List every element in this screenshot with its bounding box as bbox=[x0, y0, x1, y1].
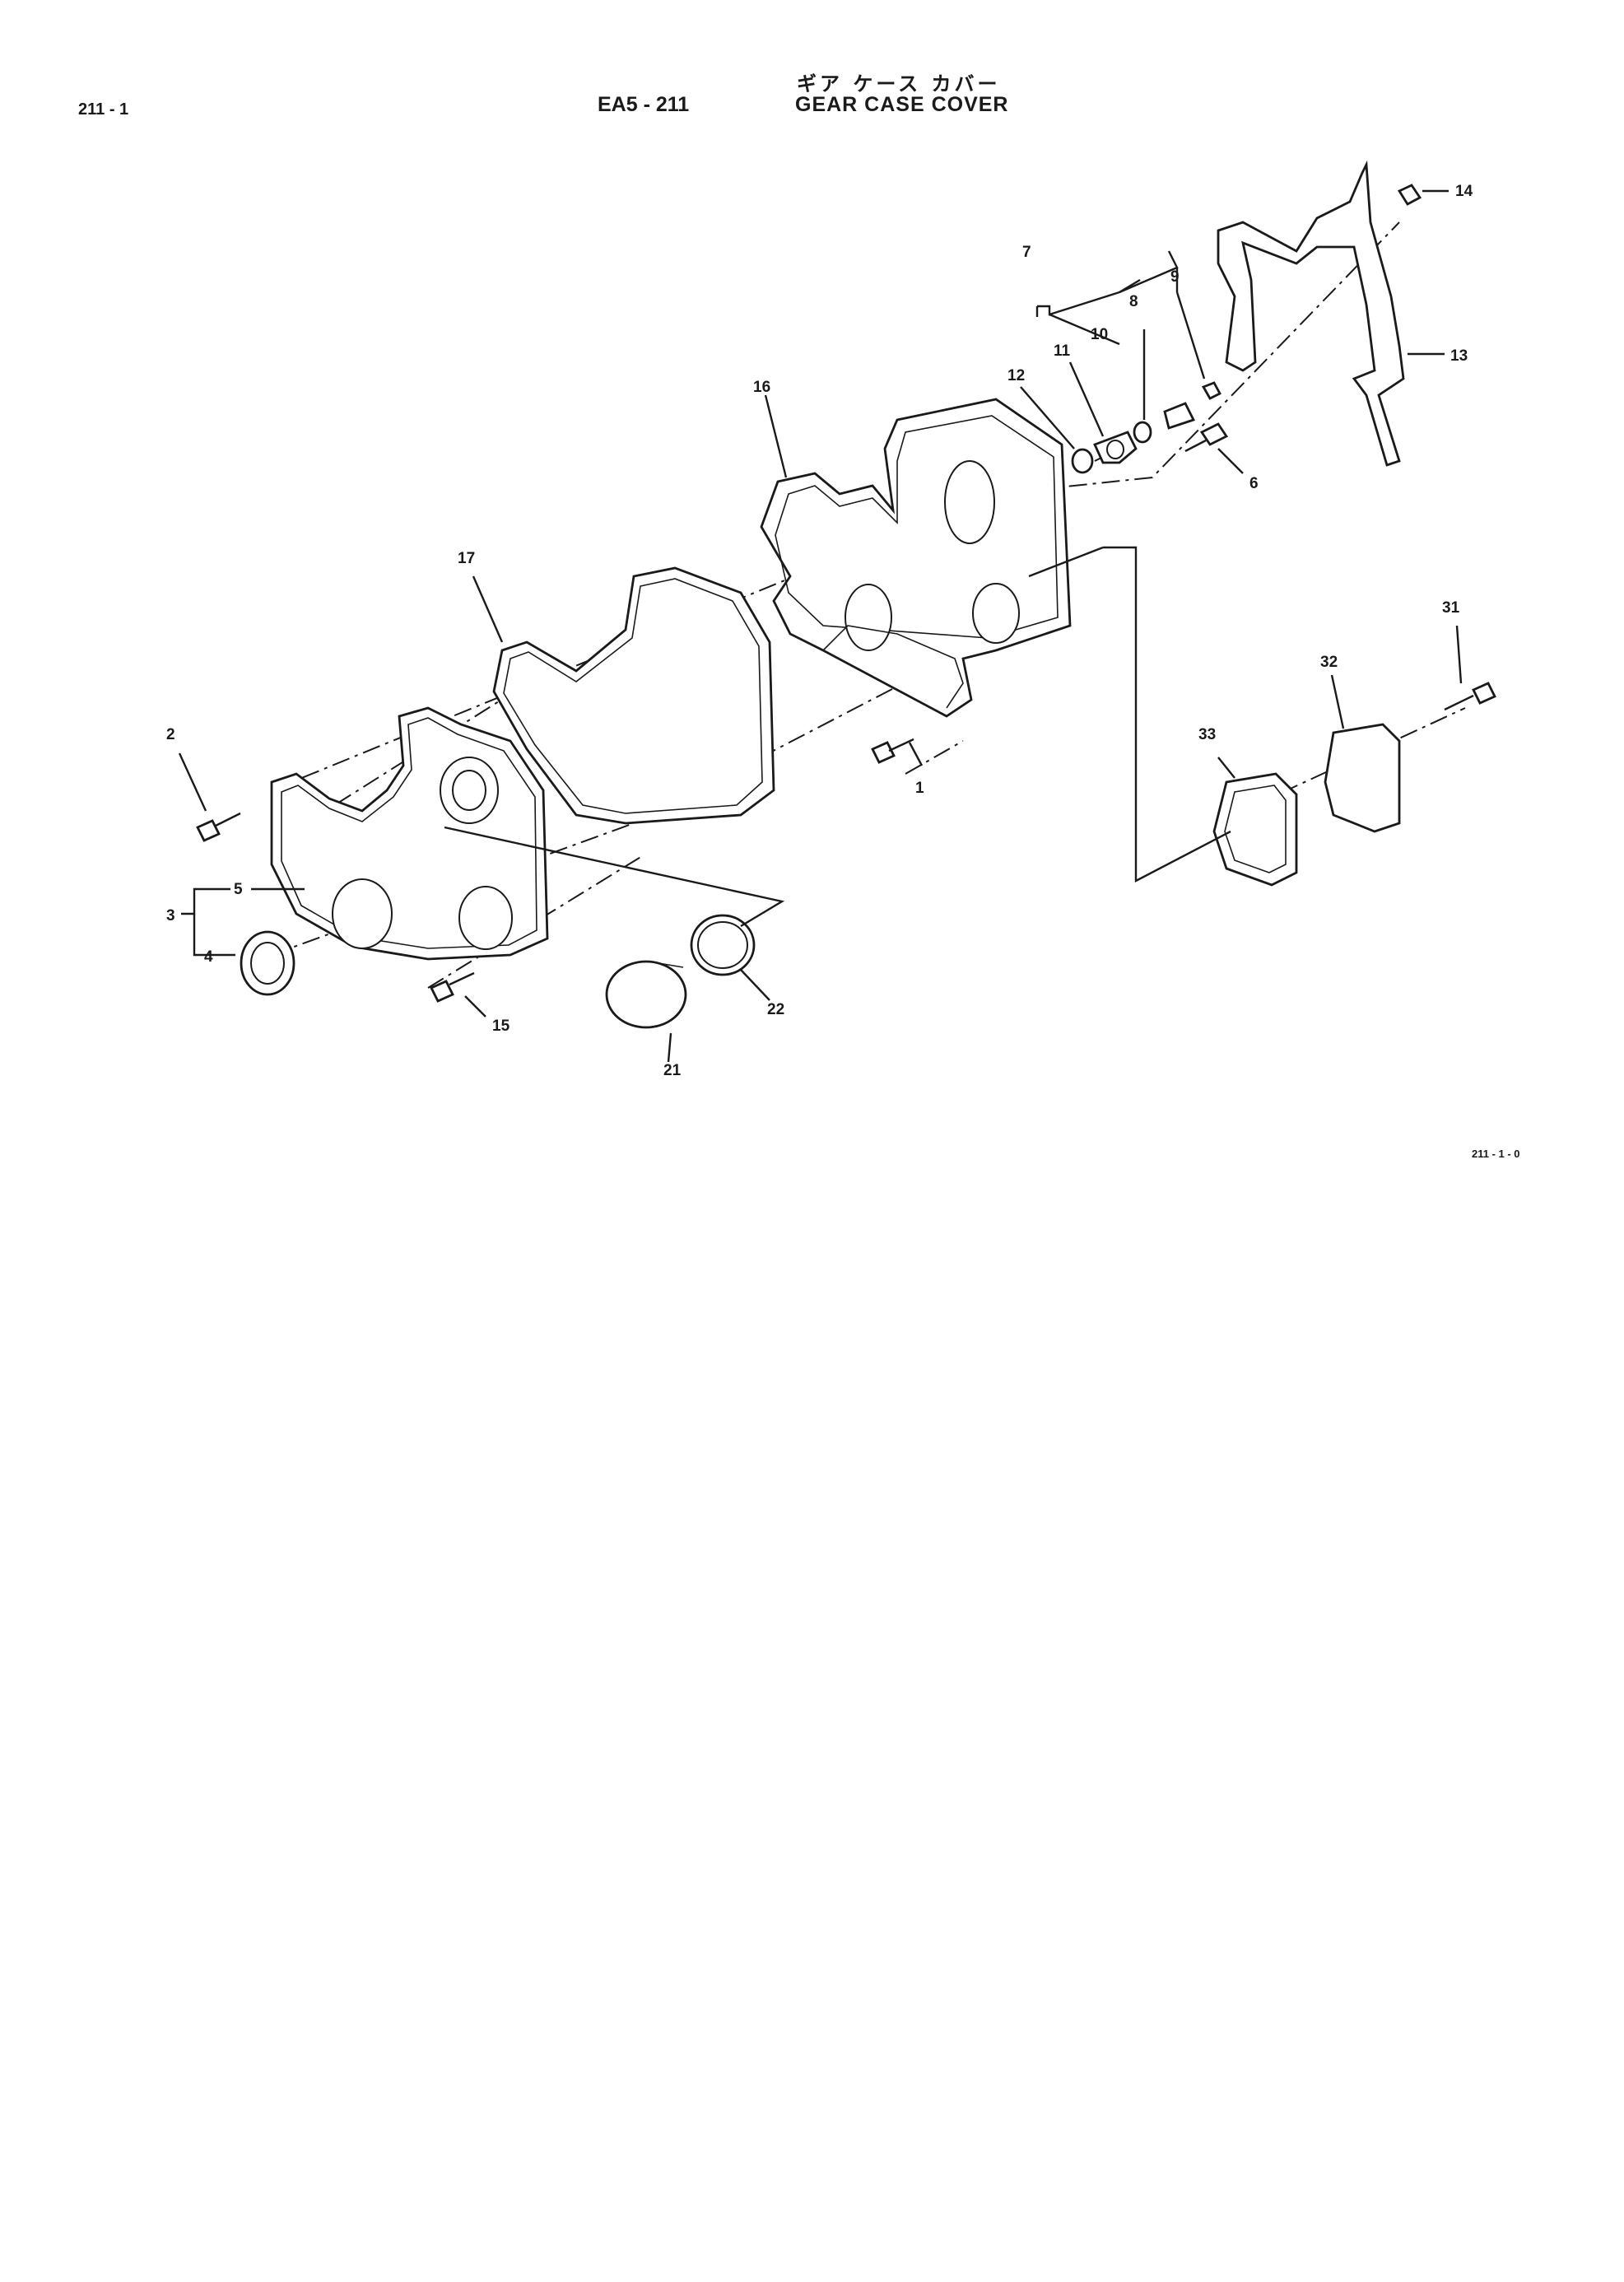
bolt-part-1 bbox=[871, 738, 914, 764]
figure-code: 211 - 1 - 0 bbox=[1472, 1148, 1520, 1160]
callout-label: 22 bbox=[767, 1001, 784, 1018]
bolt-part-31 bbox=[1444, 682, 1496, 711]
oil-seal-part-4 bbox=[240, 930, 295, 996]
sensor-part-8 bbox=[1163, 402, 1195, 430]
callout-label: 1 bbox=[915, 780, 924, 797]
gasket-part-33 bbox=[1212, 772, 1298, 887]
callout-label: 10 bbox=[1091, 326, 1108, 343]
callout-label: 16 bbox=[753, 379, 770, 396]
callout-label: 9 bbox=[1170, 268, 1180, 286]
callout-label: 3 bbox=[166, 907, 175, 924]
cover-part-32 bbox=[1324, 723, 1401, 833]
clip-part-9 bbox=[1201, 381, 1221, 400]
callout-label: 11 bbox=[1054, 342, 1071, 360]
page-number: 211 - 1 bbox=[78, 100, 129, 119]
o-ring-part-10 bbox=[1133, 421, 1152, 444]
callout-label: 17 bbox=[458, 550, 475, 567]
section-code: EA5 - 211 bbox=[598, 93, 690, 116]
callout-label: 12 bbox=[1007, 367, 1025, 384]
flange-part-11 bbox=[1093, 431, 1138, 464]
bolt-part-14 bbox=[1397, 184, 1422, 206]
title-japanese: ギア ケース カバー bbox=[797, 72, 1001, 95]
section-title: GEAR CASE COVER bbox=[795, 93, 1009, 116]
callout-label: 21 bbox=[663, 1062, 682, 1079]
callout-label: 14 bbox=[1455, 183, 1473, 200]
callout-label: 6 bbox=[1249, 475, 1259, 492]
callout-label: 7 bbox=[1022, 244, 1031, 261]
leader-lines bbox=[178, 189, 1463, 1063]
bolt-part-6 bbox=[1184, 422, 1229, 453]
bolt-part-2 bbox=[196, 812, 241, 842]
callout-label: 32 bbox=[1320, 654, 1338, 671]
callout-label: 15 bbox=[492, 1018, 510, 1035]
callout-label: 31 bbox=[1442, 599, 1460, 617]
gear-case-part-16 bbox=[760, 398, 1072, 718]
callout-label: 2 bbox=[166, 726, 175, 743]
o-ring-part-12 bbox=[1071, 448, 1094, 474]
callout-label: 5 bbox=[234, 881, 243, 898]
bracket-part-13 bbox=[1217, 160, 1405, 467]
o-ring-part-22 bbox=[690, 914, 756, 976]
callout-label: 8 bbox=[1129, 293, 1138, 310]
front-cover-part-5 bbox=[270, 706, 549, 961]
gasket-part-17 bbox=[492, 566, 775, 825]
callout-label: 4 bbox=[204, 948, 213, 966]
callout-label: 13 bbox=[1450, 347, 1468, 365]
callout-label: 33 bbox=[1198, 726, 1216, 743]
plug-part-21 bbox=[605, 960, 687, 1029]
callout-labels: 1 2 3 4 5 6 7 8 9 10 11 12 13 14 15 16 1… bbox=[166, 183, 1473, 1079]
bolt-part-15 bbox=[430, 971, 475, 1003]
